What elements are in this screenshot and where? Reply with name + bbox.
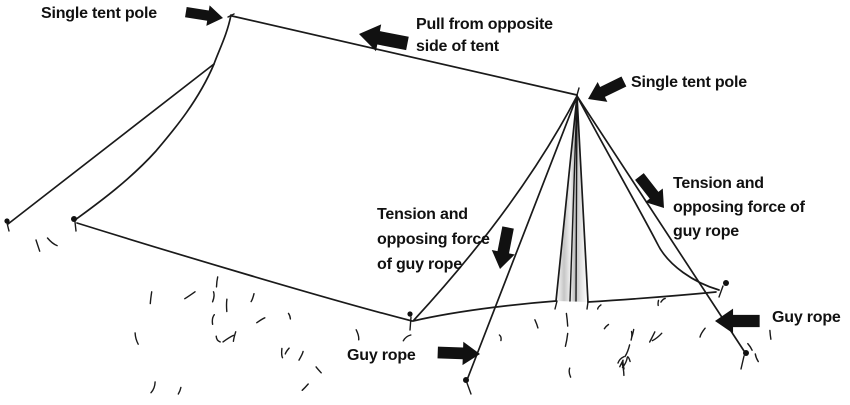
center-pole-base-ticks bbox=[554, 300, 589, 310]
guy-rope-right-arrow-icon bbox=[715, 308, 760, 334]
center-pole-right-line bbox=[576, 95, 589, 303]
right-section-left-guy-rope bbox=[466, 98, 577, 381]
bottom-corner-peg-head bbox=[407, 311, 413, 317]
middle-stake-peg-head bbox=[463, 377, 469, 383]
right-stake-peg-head bbox=[743, 350, 749, 356]
middle-stake-peg bbox=[466, 382, 472, 395]
left-stake-peg-head bbox=[4, 218, 10, 224]
tent-bottom-edge-left bbox=[76, 222, 413, 322]
left-stake-peg bbox=[6, 222, 10, 232]
center-pole-inner-line-b bbox=[575, 95, 578, 302]
ridge-pull-label: Pull from opposite side of tent bbox=[416, 16, 553, 55]
ridge-line bbox=[231, 15, 578, 96]
right-stake-peg bbox=[740, 355, 745, 370]
tent-bottom-edge-right bbox=[412, 291, 717, 322]
center-pole-left-line bbox=[555, 95, 578, 302]
bottom-corner-peg bbox=[409, 316, 412, 331]
right-corner-peg-head bbox=[723, 280, 729, 286]
right-section-left-fabric-edge bbox=[413, 95, 578, 321]
center-pole-inner-line-a bbox=[569, 95, 578, 302]
right-section-right-fabric-edge bbox=[576, 95, 720, 291]
guy-rope-bottom-label: Guy rope bbox=[347, 347, 416, 364]
tension-right-arrow-icon bbox=[630, 169, 673, 215]
center-pole-top-tick bbox=[576, 87, 580, 96]
right-pole-label: Single tent pole bbox=[631, 74, 747, 91]
left-corner-peg-head bbox=[71, 216, 77, 222]
tension-right-label: Tension and opposing force of guy rope bbox=[673, 175, 805, 240]
left-guy-rope bbox=[7, 63, 215, 225]
right-pole-arrow-icon bbox=[583, 71, 629, 109]
guy-rope-right-label: Guy rope bbox=[772, 309, 841, 326]
left-pole-label: Single tent pole bbox=[41, 5, 157, 22]
left-corner-peg bbox=[74, 221, 77, 232]
grass-strokes bbox=[35, 237, 772, 395]
left-tent-edge bbox=[74, 14, 232, 221]
tension-middle-label: Tension and opposing force of guy rope bbox=[377, 206, 490, 273]
right-section-right-guy-rope bbox=[576, 95, 747, 355]
tension-middle-arrow-icon bbox=[488, 225, 520, 272]
right-corner-peg bbox=[718, 285, 724, 298]
center-pole-shading bbox=[556, 97, 588, 302]
left-pole-arrow-icon bbox=[184, 1, 225, 29]
